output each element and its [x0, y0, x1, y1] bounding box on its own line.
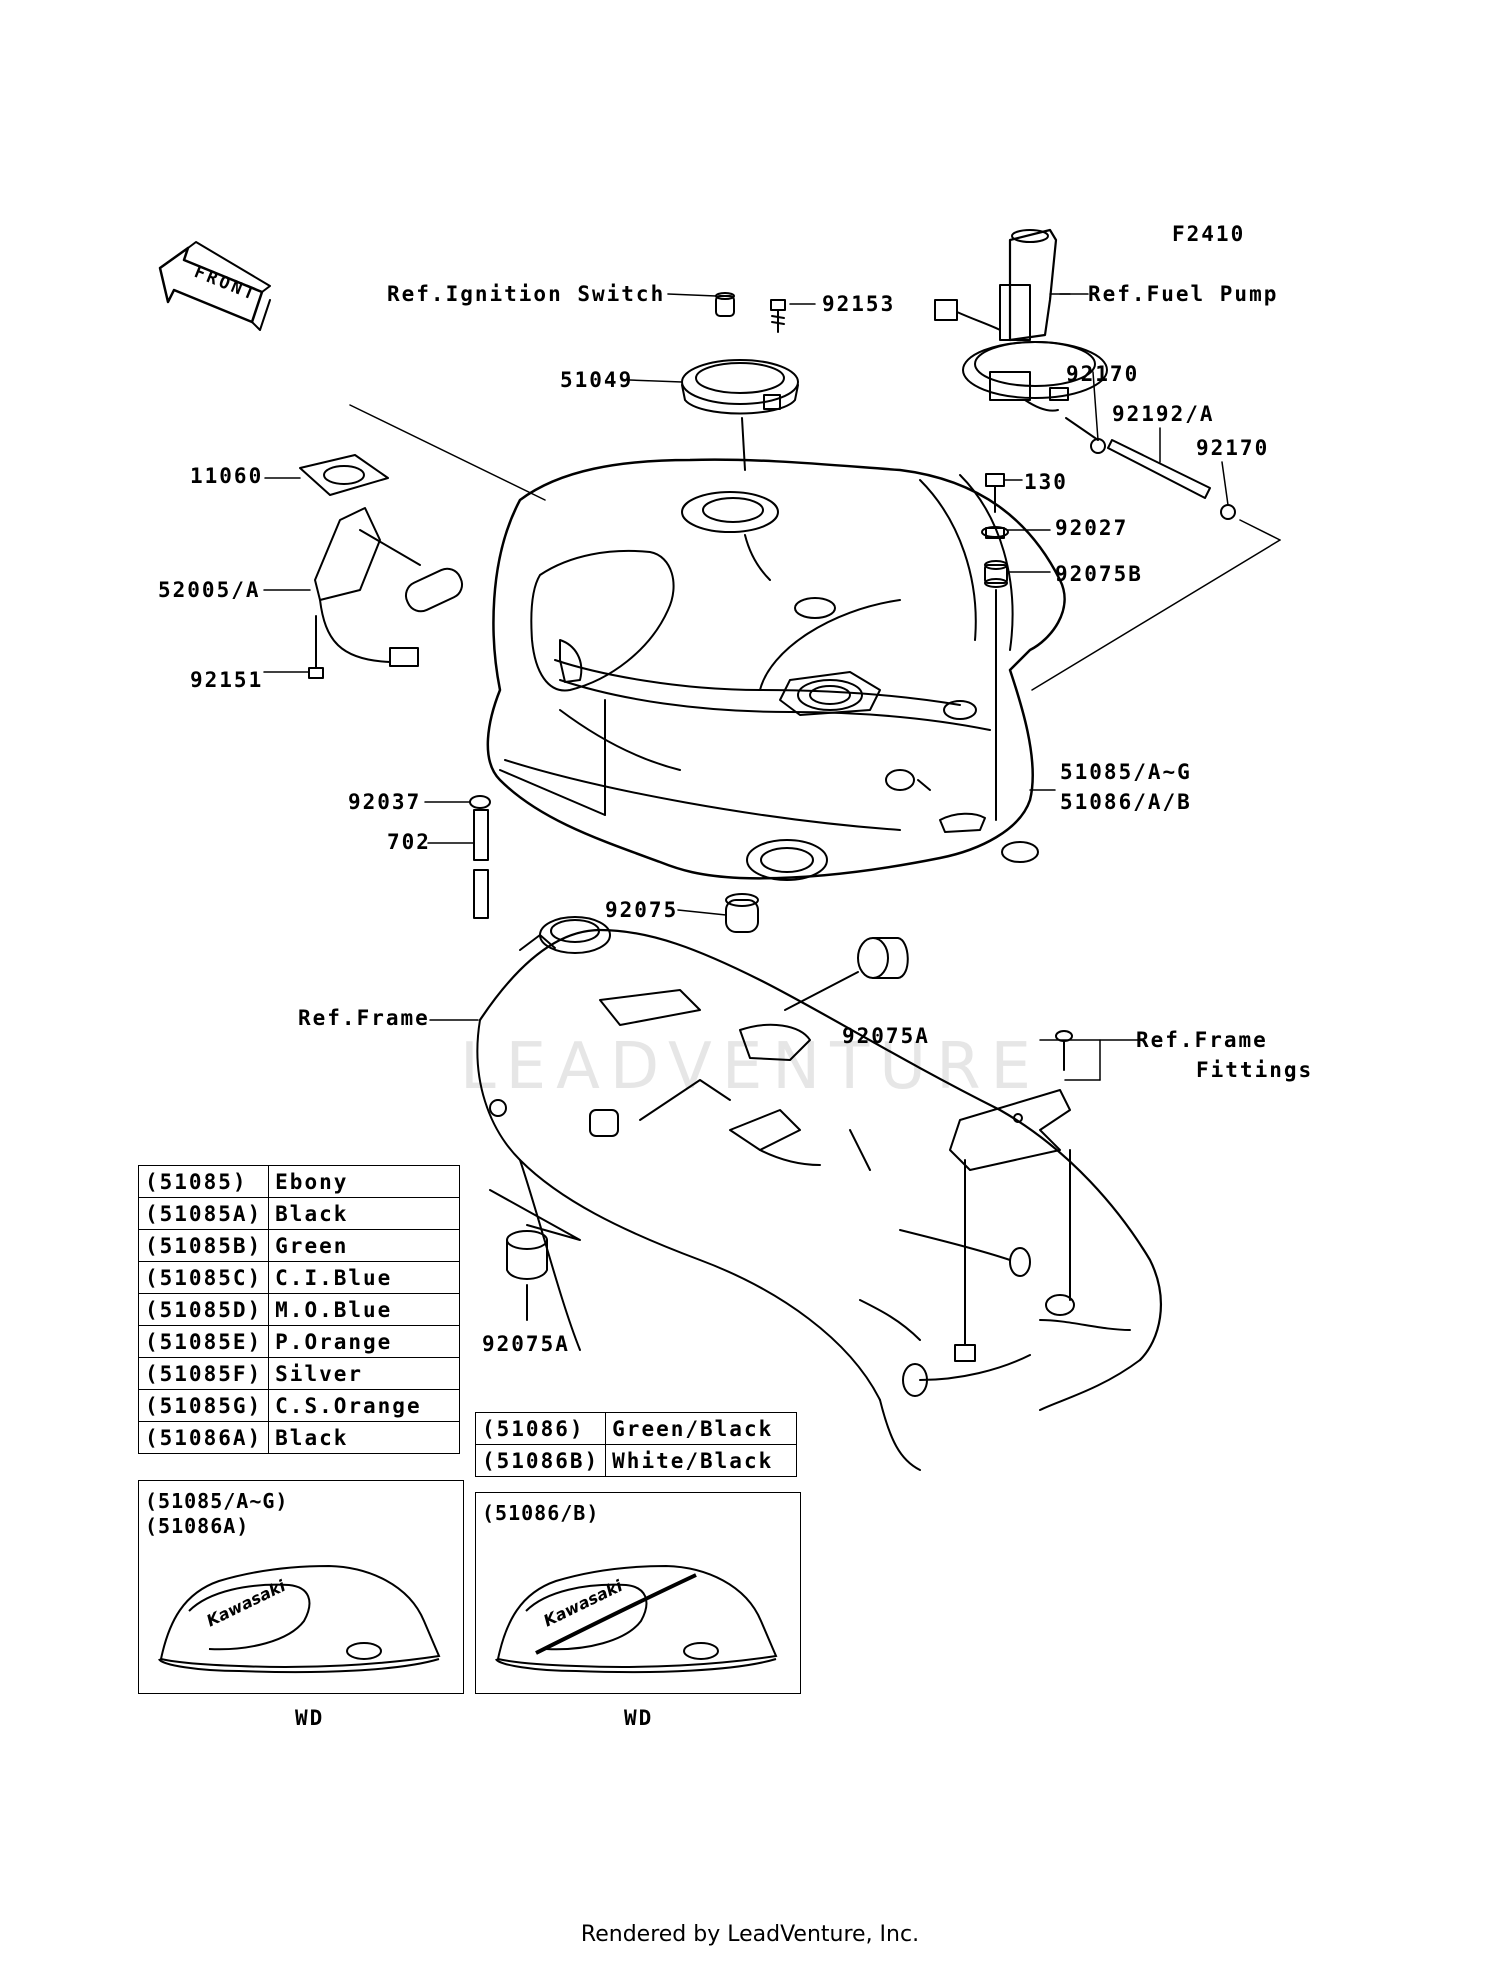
part-92170-label-a[interactable]: 92170 [1066, 362, 1140, 386]
color-row: (51085F)Silver [137, 1357, 461, 1390]
figure-code: F2410 [1172, 222, 1246, 246]
part-51086-label[interactable]: 51086/A/B [1060, 790, 1192, 814]
part-92075a-label-upper[interactable]: 92075A [842, 1024, 930, 1048]
color-code-cell: (51086) [474, 1412, 607, 1445]
color-name-cell: Green/Black [605, 1412, 798, 1445]
ref-fuel-pump-label[interactable]: Ref.Fuel Pump [1088, 282, 1279, 306]
color-row: (51086)Green/Black [474, 1412, 798, 1445]
color-row: (51085B)Green [137, 1229, 461, 1262]
color-code-cell: (51085A) [137, 1197, 270, 1230]
color-code-cell: (51085E) [137, 1325, 270, 1358]
ref-frame-fittings-label-1[interactable]: Ref.Frame [1136, 1028, 1268, 1052]
color-table-51085: (51085)Ebony(51085A)Black(51085B)Green(5… [137, 1165, 461, 1454]
ignition-cylinder [715, 292, 786, 333]
color-name-cell: M.O.Blue [268, 1293, 461, 1326]
part-92027-label[interactable]: 92027 [1055, 516, 1129, 540]
fuel-pump [934, 228, 1108, 412]
color-code-cell: (51085C) [137, 1261, 270, 1294]
frame [476, 916, 1162, 1471]
color-name-cell: Black [268, 1421, 461, 1454]
part-11060-label[interactable]: 11060 [190, 464, 264, 488]
color-row: (51085A)Black [137, 1197, 461, 1230]
part-92075b-label[interactable]: 92075B [1055, 562, 1143, 586]
color-row: (51086B)White/Black [474, 1444, 798, 1477]
part-92151-label[interactable]: 92151 [190, 668, 264, 692]
fuel-hose [1065, 417, 1236, 520]
variant-box-51086: (51086/B) Kawasaki [475, 1492, 801, 1694]
color-code-cell: (51086A) [137, 1421, 270, 1454]
bump-rubber-lower [489, 1189, 581, 1321]
part-702-label[interactable]: 702 [387, 830, 431, 854]
part-92170-label-b[interactable]: 92170 [1196, 436, 1270, 460]
bump-rubber-upper [784, 937, 909, 1011]
drain-tube [469, 759, 606, 919]
leader-lines [263, 293, 1281, 1081]
part-92153-label[interactable]: 92153 [822, 292, 896, 316]
part-51049-label[interactable]: 51049 [560, 368, 634, 392]
filler-cap [681, 359, 799, 471]
part-51085-label[interactable]: 51085/A~G [1060, 760, 1192, 784]
tank-decal-illustration: Kawasaki [158, 1564, 441, 1674]
footer-credit: Rendered by LeadVenture, Inc. [580, 1922, 920, 1947]
part-52005-label[interactable]: 52005/A [158, 578, 261, 602]
part-130-label[interactable]: 130 [1024, 470, 1068, 494]
part-92192-label[interactable]: 92192/A [1112, 402, 1215, 426]
front-arrow-icon: FRONT [158, 241, 271, 331]
color-name-cell: Green [268, 1229, 461, 1262]
color-code-cell: (51085B) [137, 1229, 270, 1262]
color-table-51086: (51086)Green/Black(51086B)White/Black [474, 1412, 798, 1477]
variant-caption: (51086/B) [482, 1501, 600, 1525]
color-name-cell: White/Black [605, 1444, 798, 1477]
mount-hardware [981, 473, 1009, 821]
part-92037-label[interactable]: 92037 [348, 790, 422, 814]
watermark: LEADVENTURE [460, 1030, 1041, 1104]
color-row: (51085G)C.S.Orange [137, 1389, 461, 1422]
color-name-cell: C.I.Blue [268, 1261, 461, 1294]
color-name-cell: Black [268, 1197, 461, 1230]
color-row: (51085)Ebony [137, 1165, 461, 1198]
color-row: (51085E)P.Orange [137, 1325, 461, 1358]
part-92075a-label-lower[interactable]: 92075A [482, 1332, 570, 1356]
variant-note-1: WD [295, 1706, 325, 1730]
color-code-cell: (51085) [137, 1165, 270, 1198]
color-name-cell: Silver [268, 1357, 461, 1390]
level-sender [299, 454, 464, 679]
color-code-cell: (51085G) [137, 1389, 270, 1422]
fuel-tank [486, 458, 1066, 881]
ref-frame-label[interactable]: Ref.Frame [298, 1006, 430, 1030]
color-name-cell: P.Orange [268, 1325, 461, 1358]
frame-fitting [949, 1030, 1073, 1346]
part-92075-label[interactable]: 92075 [605, 898, 679, 922]
svg-text:Kawasaki: Kawasaki [540, 1576, 625, 1631]
tank-decal-illustration: Kawasaki [495, 1564, 778, 1674]
color-name-cell: Ebony [268, 1165, 461, 1198]
damper [725, 893, 759, 933]
color-code-cell: (51086B) [474, 1444, 607, 1477]
color-code-cell: (51085D) [137, 1293, 270, 1326]
ref-frame-fittings-label-2: Fittings [1196, 1058, 1314, 1082]
variant-note-2: WD [624, 1706, 654, 1730]
ref-ignition-switch-label[interactable]: Ref.Ignition Switch [387, 282, 666, 306]
color-row: (51085C)C.I.Blue [137, 1261, 461, 1294]
svg-text:Kawasaki: Kawasaki [203, 1576, 288, 1631]
color-row: (51086A)Black [137, 1421, 461, 1454]
variant-box-51085: (51085/A~G) (51086A) Kawasaki [138, 1480, 464, 1694]
color-code-cell: (51085F) [137, 1357, 270, 1390]
color-row: (51085D)M.O.Blue [137, 1293, 461, 1326]
color-name-cell: C.S.Orange [268, 1389, 461, 1422]
variant-caption: (51085/A~G) (51086A) [145, 1489, 289, 1538]
